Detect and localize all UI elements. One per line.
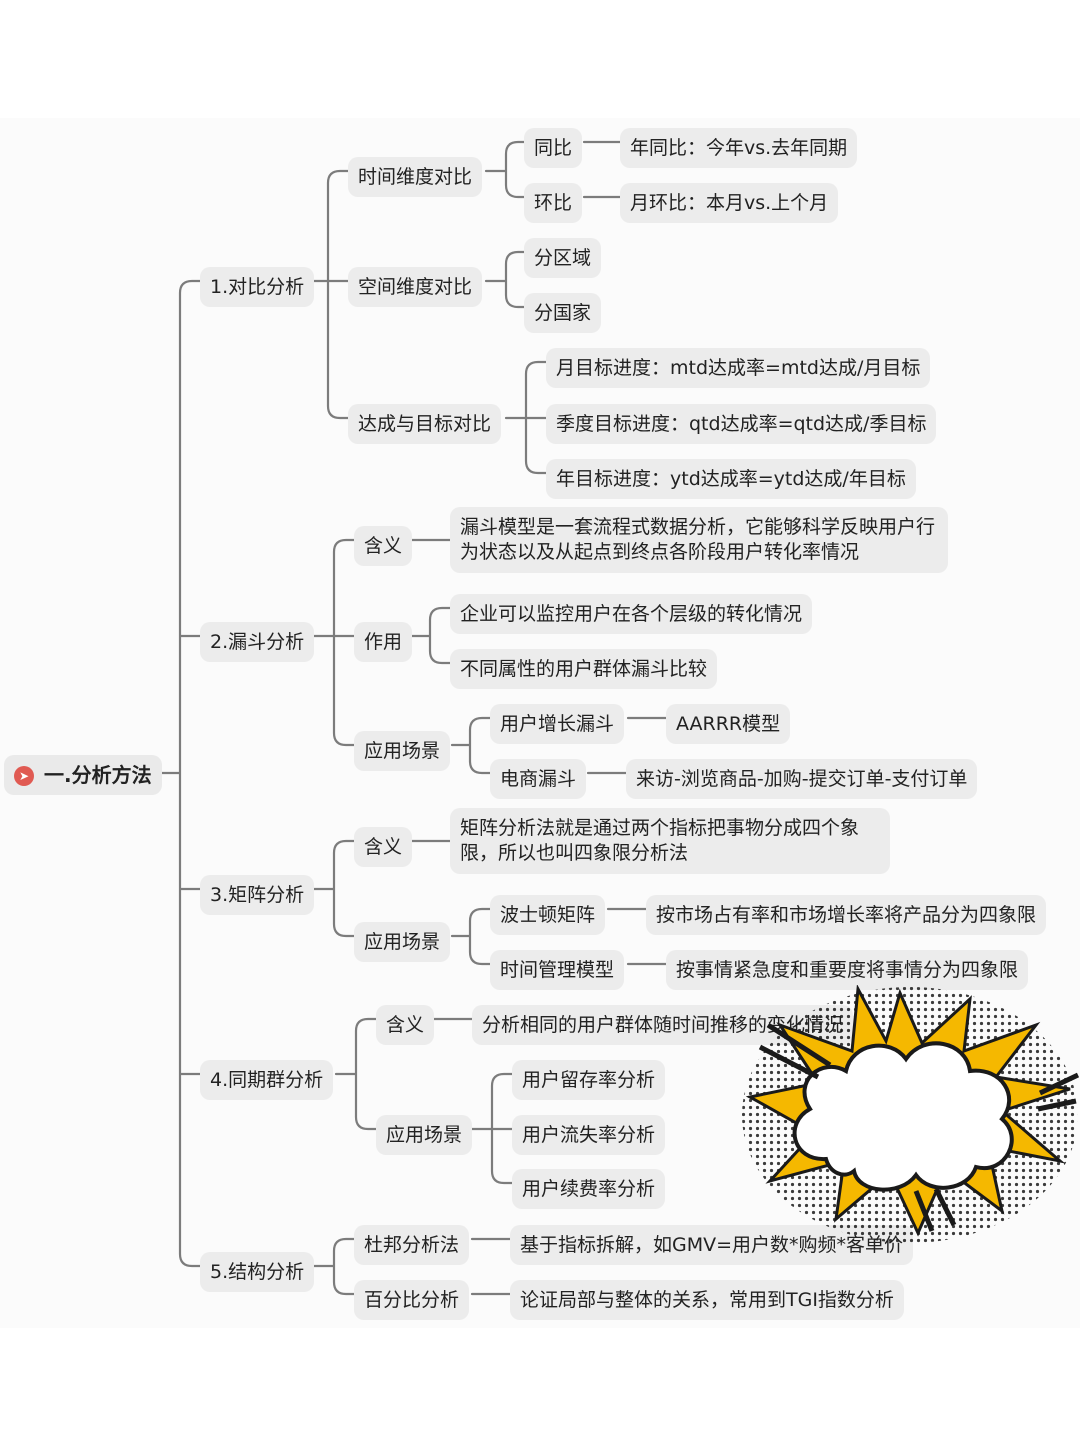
node-matrix-scene[interactable]: 应用场景	[354, 922, 451, 962]
connector-s5	[312, 1237, 512, 1296]
connector-s3-scene	[450, 907, 668, 966]
connector-s1	[306, 169, 350, 420]
node-aarrr[interactable]: AARRR模型	[666, 704, 791, 744]
connector-root	[158, 279, 202, 1268]
node-bcg-detail[interactable]: 按市场占有率和市场增长率将产品分为四象限	[646, 895, 1047, 935]
connector-s4-scene	[470, 1072, 514, 1185]
node-ytd[interactable]: 年目标进度：ytd达成率=ytd达成/年目标	[546, 459, 916, 499]
node-dupont[interactable]: 杜邦分析法	[354, 1225, 470, 1265]
node-bcg-matrix[interactable]: 波士顿矩阵	[490, 895, 606, 935]
node-structure-analysis[interactable]: 5.结构分析	[200, 1252, 315, 1292]
connector-s1-space	[484, 250, 526, 309]
node-ecom-steps[interactable]: 来访-浏览商品-加购-提交订单-支付订单	[626, 759, 978, 799]
node-time-mgmt-detail[interactable]: 按事情紧急度和重要度将事情分为四象限	[666, 950, 1029, 990]
node-contrast-analysis[interactable]: 1.对比分析	[200, 267, 315, 307]
node-cohort-scene[interactable]: 应用场景	[376, 1115, 473, 1155]
node-percent-detail[interactable]: 论证局部与整体的关系，常用到TGI指数分析	[510, 1280, 904, 1320]
node-funnel-role[interactable]: 作用	[354, 622, 413, 662]
node-percent[interactable]: 百分比分析	[354, 1280, 470, 1320]
node-mtd[interactable]: 月目标进度：mtd达成率=mtd达成/月目标	[546, 348, 931, 388]
node-by-region[interactable]: 分区域	[524, 238, 602, 278]
node-cohort-analysis[interactable]: 4.同期群分析	[200, 1060, 334, 1100]
node-yoy[interactable]: 同比	[524, 128, 583, 168]
node-matrix-analysis[interactable]: 3.矩阵分析	[200, 875, 315, 915]
node-mom-detail[interactable]: 月环比：本月vs.上个月	[620, 183, 839, 223]
node-funnel-role-2[interactable]: 不同属性的用户群体漏斗比较	[450, 649, 718, 689]
node-retention[interactable]: 用户留存率分析	[512, 1060, 666, 1100]
node-mom[interactable]: 环比	[524, 183, 583, 223]
node-qtd[interactable]: 季度目标进度：qtd达成率=qtd达成/季目标	[546, 404, 937, 444]
connector-s1-target	[504, 360, 548, 475]
node-matrix-meaning[interactable]: 含义	[354, 827, 413, 867]
connector-s4	[334, 1017, 378, 1131]
connector-s2-scene	[450, 716, 668, 775]
node-cohort-meaning[interactable]: 含义	[376, 1005, 435, 1045]
pin-icon: ➤	[14, 766, 34, 786]
connector-s2	[312, 538, 356, 747]
node-yoy-detail[interactable]: 年同比：今年vs.去年同期	[620, 128, 858, 168]
node-funnel-role-1[interactable]: 企业可以监控用户在各个层级的转化情况	[450, 594, 813, 634]
node-funnel-scene[interactable]: 应用场景	[354, 731, 451, 771]
node-churn[interactable]: 用户流失率分析	[512, 1115, 666, 1155]
node-time-dimension[interactable]: 时间维度对比	[348, 157, 483, 197]
comic-burst-cloud-icon	[742, 985, 1080, 1243]
node-ecom-funnel[interactable]: 电商漏斗	[490, 759, 587, 799]
node-matrix-meaning-text[interactable]: 矩阵分析法就是通过两个指标把事物分成四个象限，所以也叫四象限分析法	[450, 808, 890, 874]
node-funnel-meaning-text[interactable]: 漏斗模型是一套流程式数据分析，它能够科学反映用户行为状态以及从起点到终点各阶段用…	[450, 507, 948, 573]
node-target-contrast[interactable]: 达成与目标对比	[348, 404, 502, 444]
root-node[interactable]: ➤ 一.分析方法	[4, 755, 162, 795]
connector-s2-role	[410, 606, 452, 665]
node-by-country[interactable]: 分国家	[524, 293, 602, 333]
connector-s1-time	[484, 140, 622, 199]
node-renewal[interactable]: 用户续费率分析	[512, 1169, 666, 1209]
node-funnel-analysis[interactable]: 2.漏斗分析	[200, 622, 315, 662]
node-space-dimension[interactable]: 空间维度对比	[348, 267, 483, 307]
node-funnel-meaning[interactable]: 含义	[354, 526, 413, 566]
node-time-mgmt[interactable]: 时间管理模型	[490, 950, 625, 990]
root-label: 一.分析方法	[44, 763, 152, 787]
connector-s3	[312, 839, 356, 938]
node-growth-funnel[interactable]: 用户增长漏斗	[490, 704, 625, 744]
